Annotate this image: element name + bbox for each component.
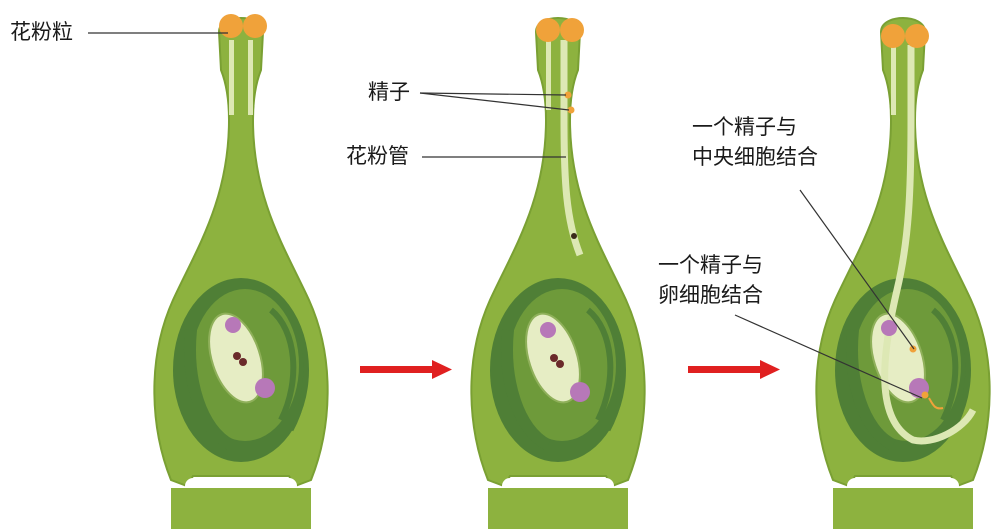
sperm-cell [922,392,929,399]
polar-nucleus [225,317,241,333]
label-pollen-grain: 花粉粒 [10,22,73,43]
label-egg-fusion-line1: 一个精子与 [658,250,763,280]
label-central-fusion-line1: 一个精子与 [692,112,818,142]
right-arrow-icon [360,360,452,379]
label-egg-fusion-line2: 卵细胞结合 [658,280,763,310]
pollen-grain [536,18,560,42]
sperm-cell [910,346,917,353]
label-central-fusion-line2: 中央细胞结合 [692,142,818,172]
label-egg-fusion: 一个精子与 卵细胞结合 [658,250,763,311]
pistil-stage-3 [816,18,989,529]
pollen-grain [905,24,929,48]
label-sperm: 精子 [368,82,410,103]
egg-cell [255,378,275,398]
pollen-grain [243,14,267,38]
label-central-fusion: 一个精子与 中央细胞结合 [692,112,818,173]
polar-nucleus [540,322,556,338]
right-arrow-icon [688,360,780,379]
pistil-stage-1 [154,14,327,529]
label-pollen-tube: 花粉管 [346,146,409,167]
pollen-grain [219,14,243,38]
pollen-grain [560,18,584,42]
egg-cell [570,382,590,402]
pollen-grain [881,24,905,48]
